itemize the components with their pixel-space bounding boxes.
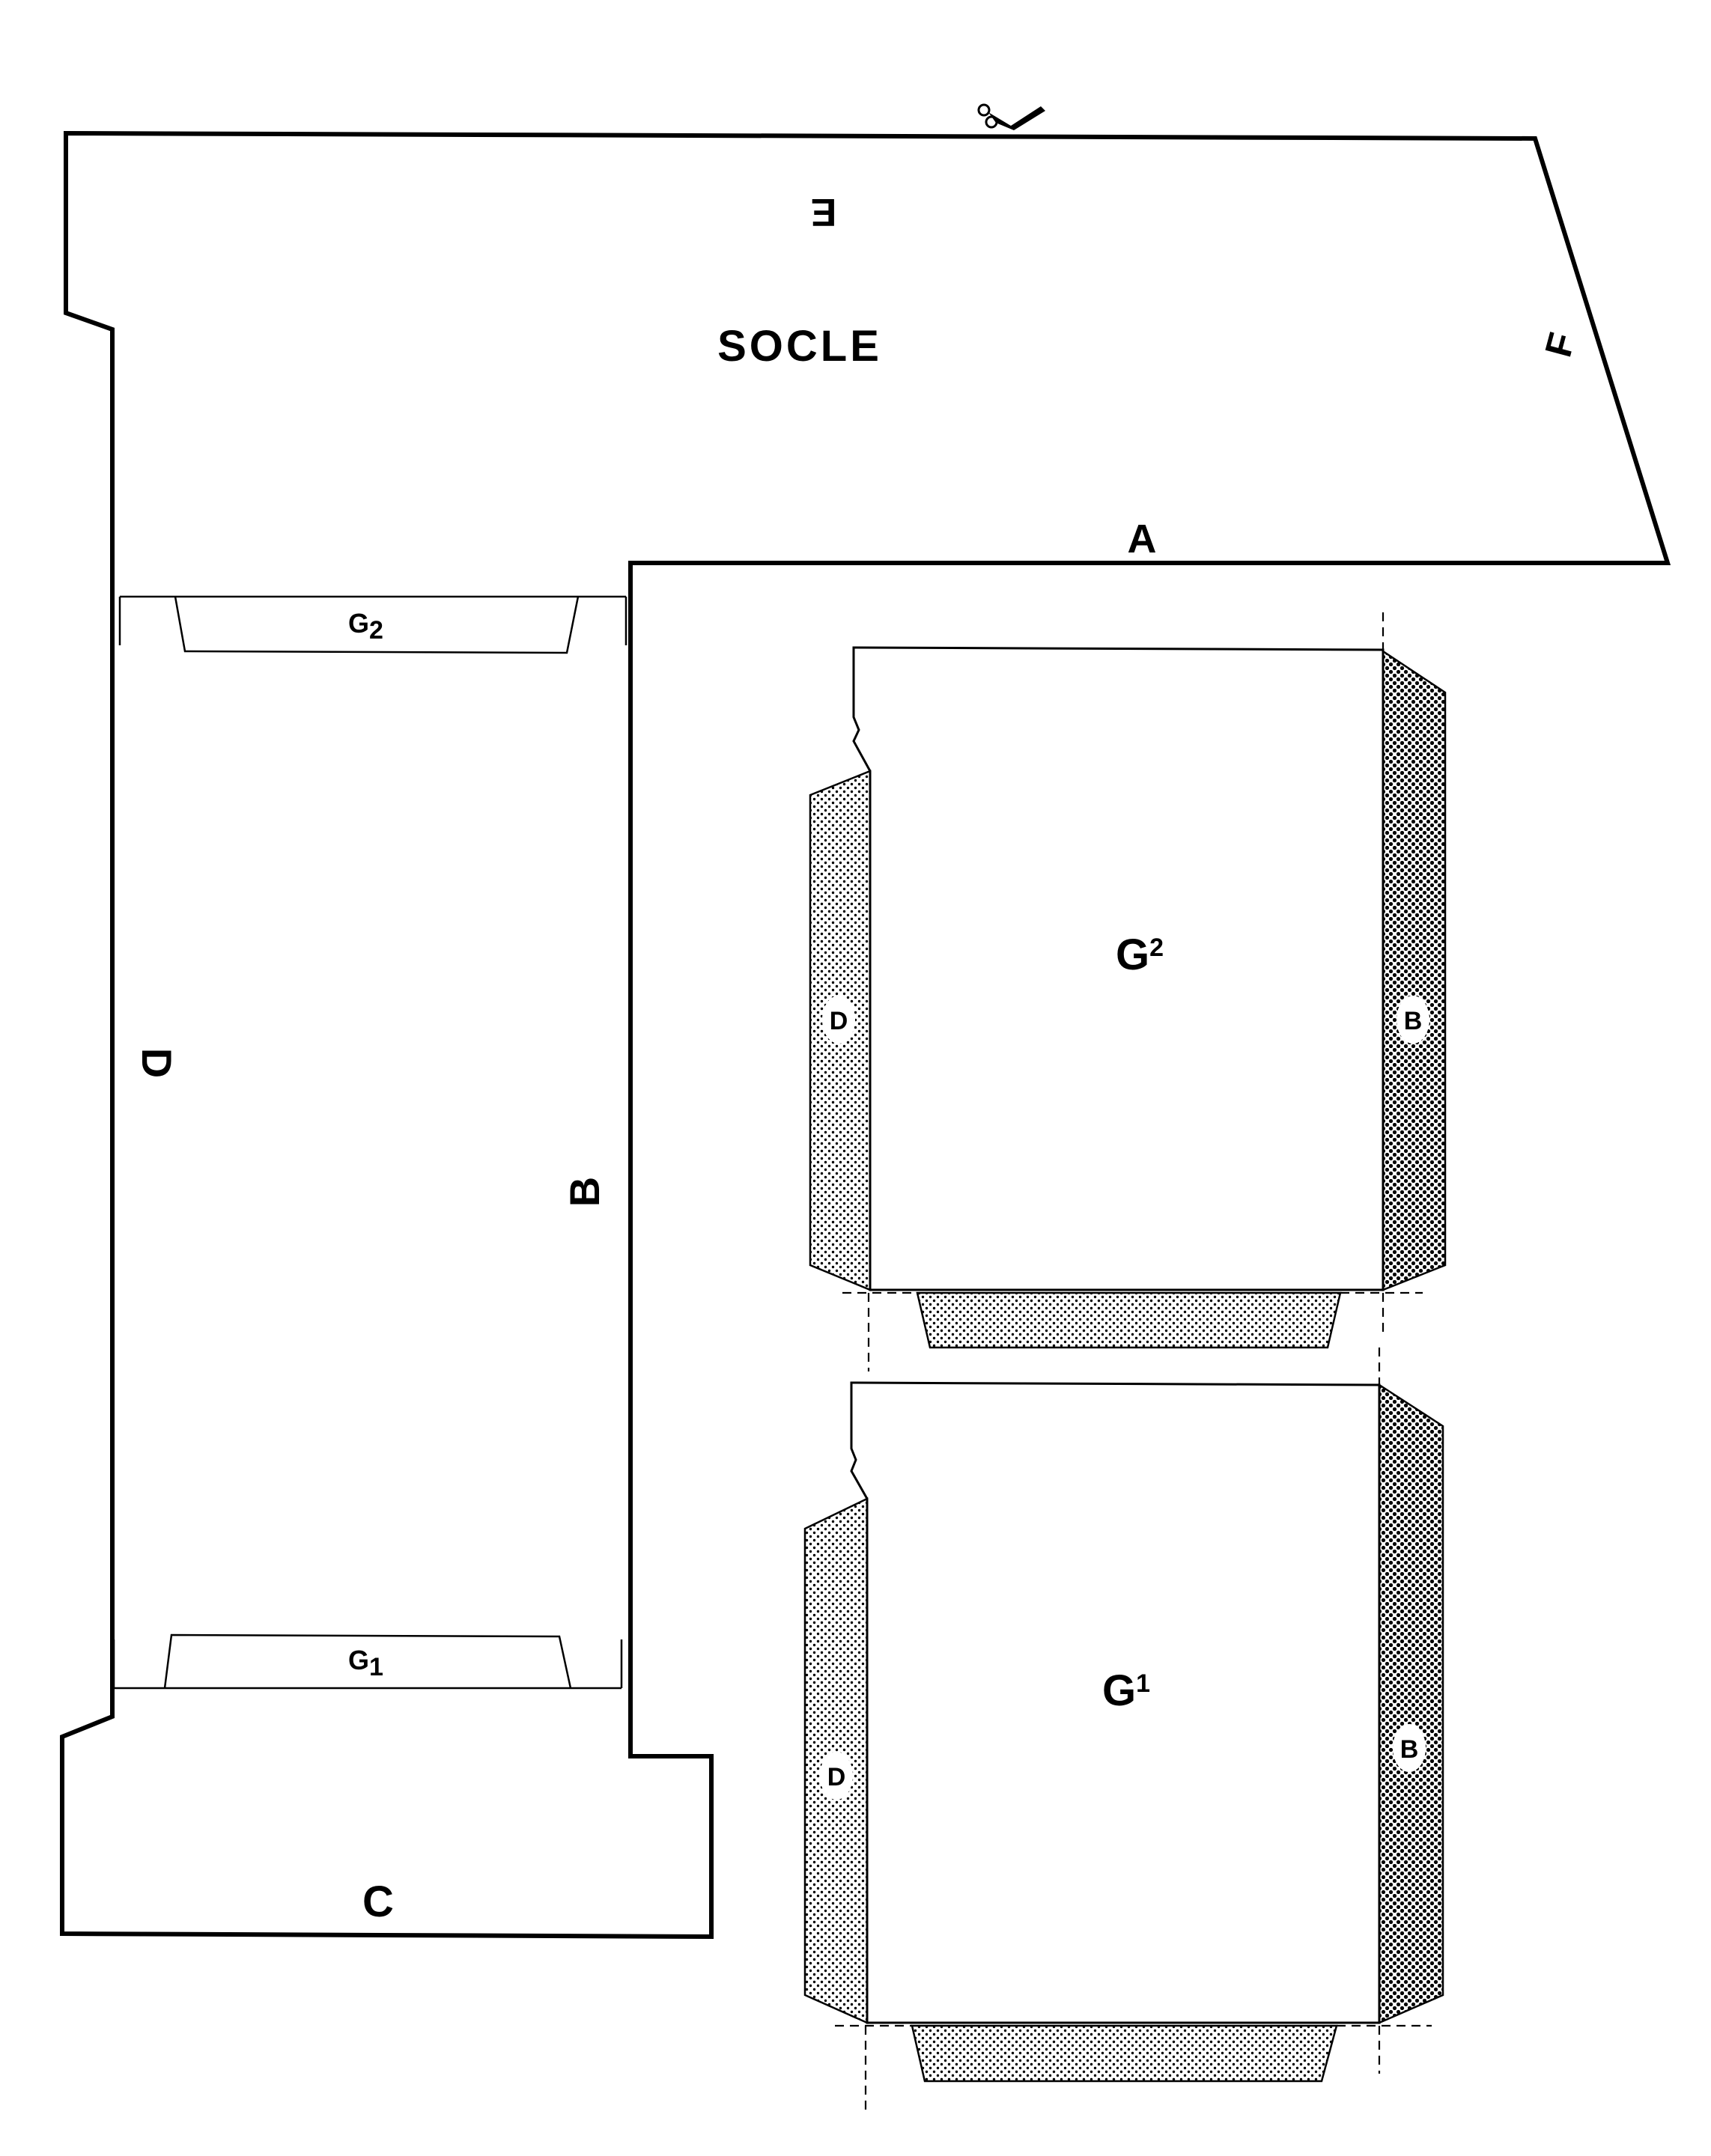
- socle-outline: [60, 130, 1671, 1940]
- edge-label-f: F: [1537, 329, 1584, 362]
- panel-g2-tab-right: [1382, 649, 1447, 1291]
- panel-g2-tab-bottom: [916, 1291, 1342, 1349]
- panel-g2-oval-d: [822, 996, 855, 1044]
- panel-g2-oval-b: [1397, 996, 1429, 1044]
- flap-label-g2: G2: [348, 608, 383, 645]
- socle-piece: [60, 130, 1671, 1940]
- panel-g1-tab-bottom: [911, 2024, 1338, 2083]
- edge-label-c: C: [362, 1878, 394, 1926]
- panel-g1-outline: [850, 1381, 1381, 2024]
- socle-title: SOCLE: [717, 322, 882, 371]
- panel-g2: D B G2: [809, 612, 1447, 1371]
- panel-g1-oval-b: [1393, 1724, 1426, 1772]
- panel-g1: D B G1: [803, 1348, 1444, 2110]
- edge-label-a: A: [1128, 517, 1157, 561]
- scissors-icon: [977, 103, 1045, 130]
- panel-g1-title: G1: [1102, 1666, 1150, 1715]
- edge-label-d: D: [133, 1048, 180, 1078]
- panel-g1-tab-label-d: D: [827, 1763, 846, 1791]
- flap-g2-outline: [174, 596, 580, 654]
- edge-label-b: B: [561, 1177, 608, 1207]
- panel-g2-outline: [852, 646, 1385, 1291]
- panel-g1-oval-d: [820, 1752, 853, 1800]
- flap-label-g1: G1: [348, 1645, 383, 1681]
- panel-g1-tab-right: [1378, 1383, 1444, 2024]
- panel-g2-title: G2: [1116, 931, 1164, 979]
- panel-g2-tab-label-b: B: [1404, 1007, 1423, 1035]
- panel-g1-tab-label-b: B: [1400, 1735, 1419, 1764]
- panel-g2-tab-label-d: D: [830, 1007, 848, 1035]
- edge-label-e: E: [811, 190, 837, 234]
- flap-g1-outline: [163, 1633, 572, 1689]
